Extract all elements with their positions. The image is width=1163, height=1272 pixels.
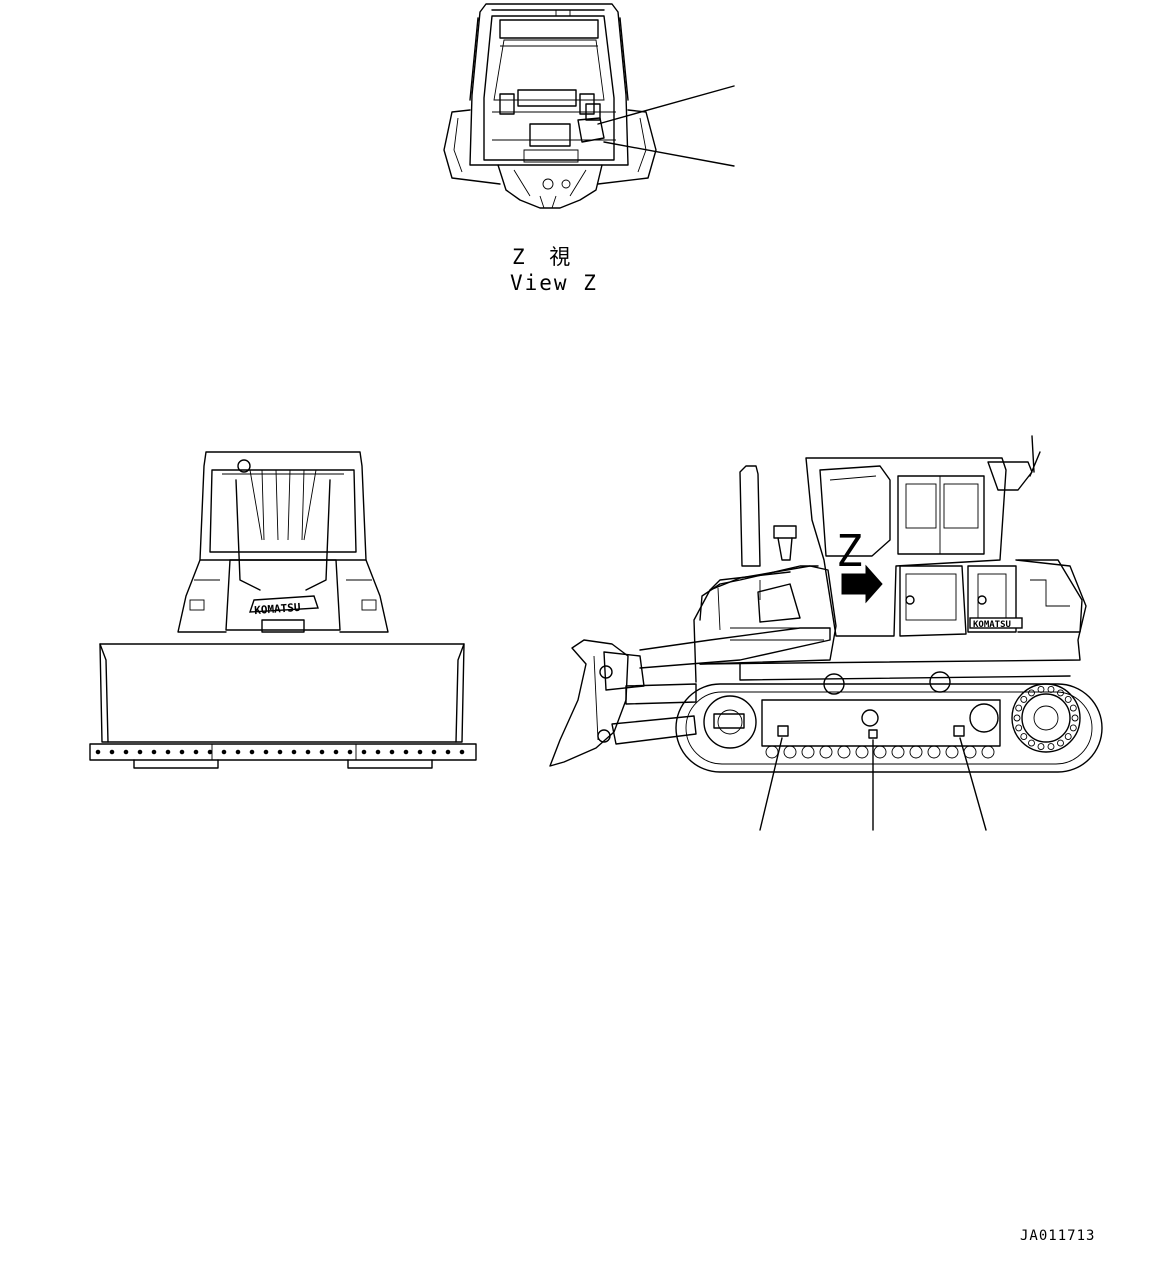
bolt-hole — [221, 749, 227, 755]
view-z-title-en: View Z — [510, 271, 598, 295]
bolt-hole — [235, 749, 241, 755]
bolt-hole — [417, 749, 423, 755]
bolt-hole — [109, 749, 115, 755]
track-roller — [837, 745, 851, 759]
track-roller — [891, 745, 905, 759]
bolt-hole — [389, 749, 395, 755]
sprocket-tooth — [1069, 704, 1077, 712]
track-roller — [909, 745, 923, 759]
view-z-illustration — [443, 3, 735, 209]
bolt-hole — [179, 749, 185, 755]
sprocket-tooth — [1071, 714, 1079, 722]
bolt-hole — [193, 749, 199, 755]
sprocket-tooth — [1064, 733, 1072, 741]
sprocket-tooth — [1047, 685, 1055, 693]
sprocket-tooth — [1015, 704, 1023, 712]
bolt-hole — [263, 749, 269, 755]
sprocket-tooth — [1057, 739, 1064, 747]
bolt-hole — [333, 749, 339, 755]
sprocket-tooth — [1064, 695, 1072, 703]
side-view-illustration: KOMATSU Z — [549, 435, 1103, 831]
bolt-hole — [277, 749, 283, 755]
track-roller — [945, 745, 959, 759]
track-rollers — [765, 745, 995, 759]
bolt-hole — [249, 749, 255, 755]
track-roller — [819, 745, 833, 759]
sprocket-tooth — [1047, 743, 1055, 751]
front-brand: KOMATSU — [254, 601, 302, 617]
bolt-hole — [305, 749, 311, 755]
sprocket-tooth — [1015, 724, 1023, 732]
sprocket-teeth — [1013, 685, 1079, 751]
track-roller — [783, 745, 797, 759]
sprocket-tooth — [1028, 739, 1035, 747]
view-z-title-jp: Z 視 — [512, 245, 576, 269]
sprocket-tooth — [1028, 689, 1035, 697]
bolt-hole — [347, 749, 353, 755]
sprocket-tooth — [1069, 724, 1077, 732]
bolt-hole — [123, 749, 129, 755]
front-view-illustration: KOMATSU — [89, 451, 477, 769]
bolt-hole — [361, 749, 367, 755]
bolt-hole — [151, 749, 157, 755]
track-roller — [801, 745, 815, 759]
track-roller — [981, 745, 995, 759]
bolt-hole — [207, 749, 213, 755]
view-direction-arrow — [841, 564, 883, 604]
bolt-hole — [137, 749, 143, 755]
bolt-hole — [431, 749, 437, 755]
track-roller — [765, 745, 779, 759]
bolt-hole — [445, 749, 451, 755]
track-roller — [855, 745, 869, 759]
sprocket-tooth — [1057, 689, 1064, 697]
sprocket-tooth — [1037, 685, 1045, 693]
sprocket-tooth — [1020, 733, 1028, 741]
bolt-hole — [375, 749, 381, 755]
sprocket-tooth — [1013, 714, 1021, 722]
side-brand: KOMATSU — [973, 620, 1011, 630]
drawing-code: JA011713 — [1020, 1228, 1095, 1244]
sprocket-tooth — [1037, 743, 1045, 751]
bolt-hole — [459, 749, 465, 755]
bolt-hole — [403, 749, 409, 755]
z-marker: Z — [836, 526, 863, 577]
bolt-hole — [95, 749, 101, 755]
track-roller — [873, 745, 887, 759]
bolt-hole — [291, 749, 297, 755]
track-roller — [927, 745, 941, 759]
blade-bolt-holes — [95, 749, 465, 755]
bolt-hole — [319, 749, 325, 755]
sprocket-tooth — [1020, 695, 1028, 703]
bolt-hole — [165, 749, 171, 755]
